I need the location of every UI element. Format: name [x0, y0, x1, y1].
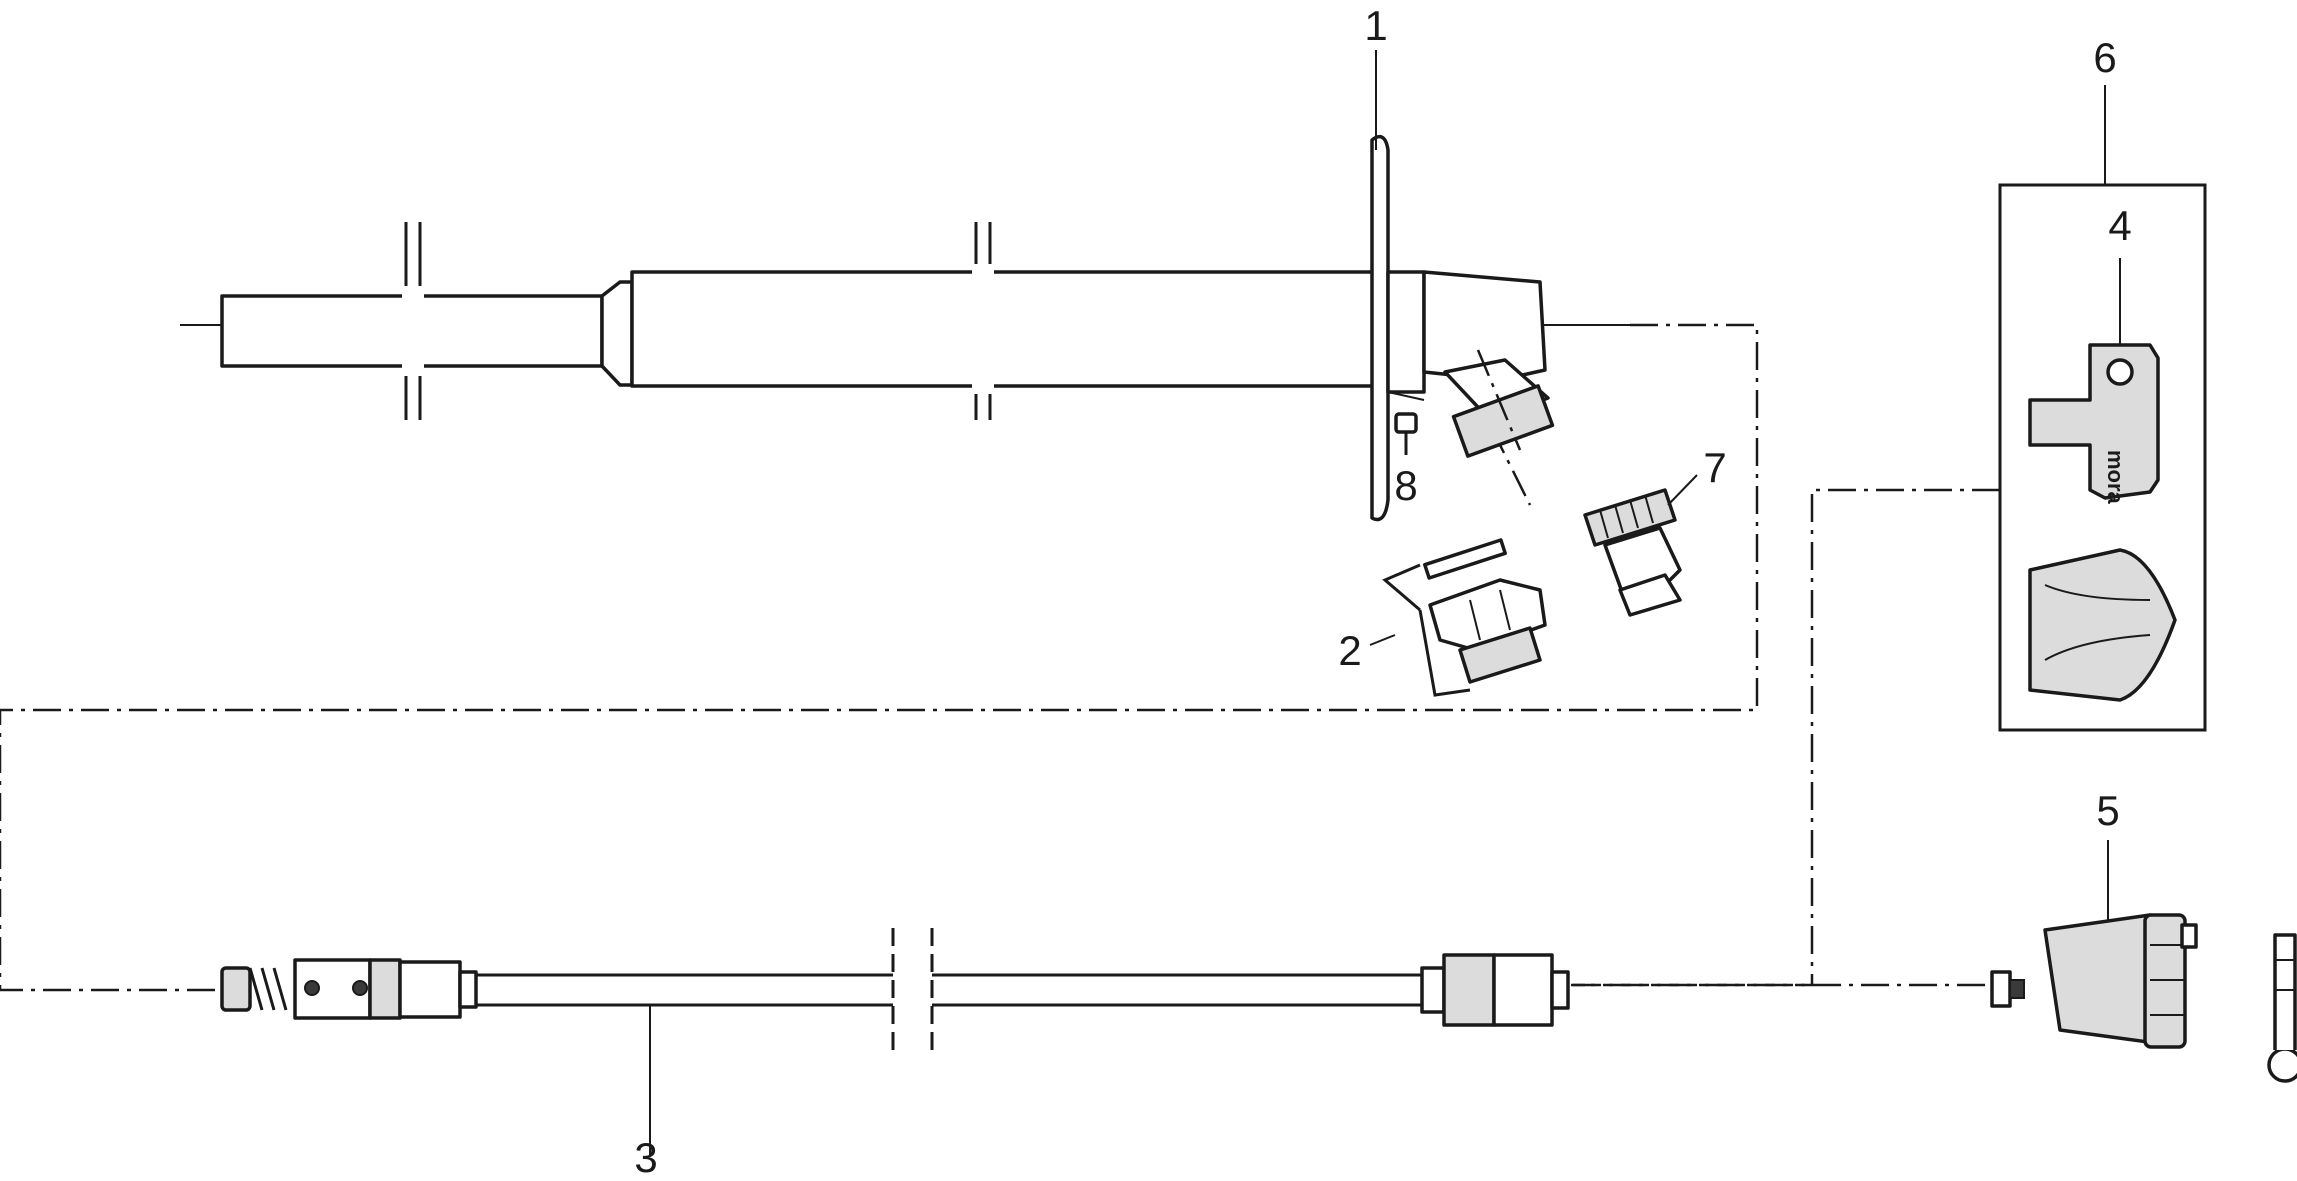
callout-3: 3: [634, 1134, 657, 1181]
callout-6: 6: [2093, 34, 2116, 81]
callout-5: 5: [2096, 787, 2119, 834]
connection-lines: [0, 323, 2000, 992]
key-set-part-6: mora: [1998, 85, 2207, 732]
callout-7: 7: [1703, 444, 1726, 491]
key-cap: [2028, 548, 2177, 702]
spare-key-icon: [2267, 933, 2297, 1083]
t-key-part-4: mora: [2028, 258, 2160, 505]
leader-lines: [1369, 50, 1698, 646]
hose-connector-part-2: [1382, 538, 1547, 697]
callout-8: 8: [1394, 462, 1417, 509]
callout-4: 4: [2108, 202, 2131, 249]
screw-part-8: [1394, 412, 1418, 455]
handle-knob-part-5: [1990, 840, 2198, 1049]
faucet-body-part-1: [180, 134, 1630, 522]
break-mark-right: [972, 222, 994, 420]
callout-1: 1: [1364, 2, 1387, 49]
key-brand-label: mora: [2103, 450, 2128, 505]
hose-nipple-part-7: [1583, 488, 1682, 617]
valve-spindle-part-3: [220, 928, 1570, 1155]
knurl-lines: [1599, 494, 1654, 539]
callout-2: 2: [1338, 627, 1361, 674]
spring-coils: [248, 967, 288, 1011]
break-mark-left: [402, 222, 424, 420]
callout-labels: 1 2 3 4 5 6 7 8: [634, 2, 2131, 1181]
